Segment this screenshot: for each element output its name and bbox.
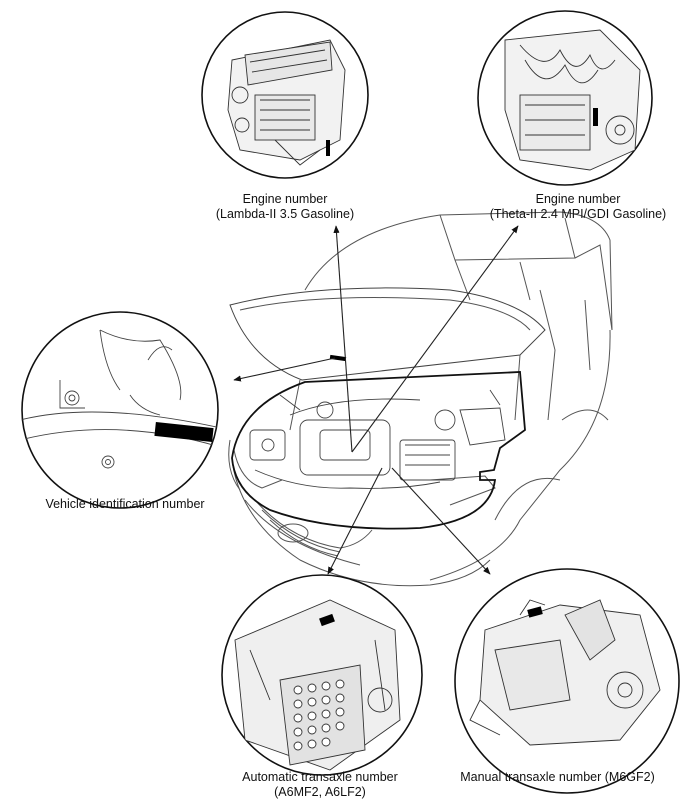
- vin-plate-marker: [154, 422, 214, 442]
- leader-lines: [233, 225, 519, 575]
- theta-engine-label-line1: Engine number: [535, 192, 621, 206]
- manual-transaxle-label-line1: Manual transaxle number (M6GF2): [460, 770, 655, 784]
- manual-transaxle-callout: [454, 568, 680, 794]
- theta-engine-number-marker: [593, 108, 598, 126]
- vin-label-line1: Vehicle identification number: [45, 497, 205, 511]
- lambda-engine-callout: [201, 11, 369, 179]
- leader-vin: [233, 357, 336, 382]
- auto-transaxle-number-marker: [319, 613, 335, 627]
- theta-engine-callout: [477, 10, 653, 186]
- theta-engine-label-line2: (Theta-II 2.4 MPI/GDI Gasoline): [489, 207, 667, 221]
- manual-transaxle-number-marker: [527, 606, 543, 618]
- leader-lambda: [333, 225, 353, 453]
- auto-transaxle-label-line2: (A6MF2, A6LF2): [274, 785, 366, 799]
- auto-transaxle-label: Automatic transaxle number (A6MF2, A6LF2…: [225, 770, 415, 800]
- manual-transaxle-label: Manual transaxle number (M6GF2): [450, 770, 665, 785]
- vin-location-marker: [329, 354, 347, 362]
- lambda-engine-number-marker: [326, 140, 330, 156]
- auto-transaxle-label-line1: Automatic transaxle number: [242, 770, 398, 784]
- leader-manual: [391, 467, 491, 575]
- theta-engine-label: Engine number (Theta-II 2.4 MPI/GDI Gaso…: [478, 192, 678, 222]
- leader-auto: [327, 467, 383, 575]
- vin-callout: [21, 311, 219, 509]
- engine-bay-components: [249, 389, 506, 489]
- vin-label: Vehicle identification number: [30, 497, 220, 512]
- leader-theta: [351, 225, 519, 453]
- auto-transaxle-callout: [221, 574, 423, 776]
- lambda-engine-label: Engine number (Lambda-II 3.5 Gasoline): [215, 192, 355, 222]
- lambda-engine-label-line2: (Lambda-II 3.5 Gasoline): [215, 207, 355, 221]
- engine-bay-outline: [231, 371, 526, 530]
- vehicle-illustration: [228, 211, 613, 593]
- lambda-engine-label-line1: Engine number: [242, 192, 328, 206]
